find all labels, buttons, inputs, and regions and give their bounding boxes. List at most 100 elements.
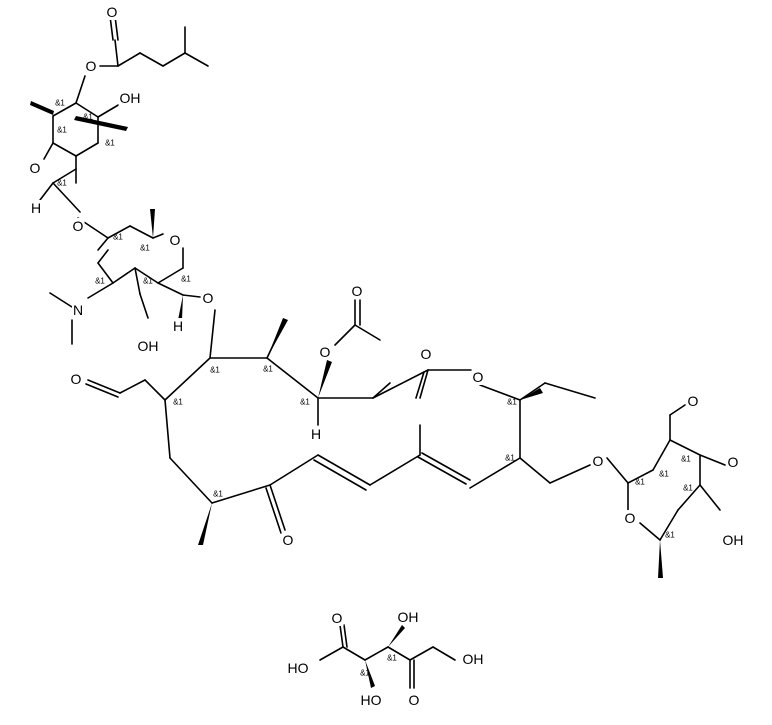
stereo-mark: &1 bbox=[659, 470, 669, 479]
label-background bbox=[168, 232, 182, 248]
atom-h-c1: H bbox=[311, 426, 321, 442]
stereo-mark: &1 bbox=[105, 139, 115, 148]
stereo-mark: &1 bbox=[665, 531, 675, 540]
atom-o-tart-2: O bbox=[409, 692, 420, 708]
atom-o-glyco-3: O bbox=[593, 453, 604, 469]
atom-o-acetyl: O bbox=[320, 344, 331, 360]
wedge-methyl-mycinose bbox=[658, 540, 663, 578]
atom-h-anomeric-top: H bbox=[31, 200, 41, 216]
stereo-mark: &1 bbox=[300, 398, 310, 407]
label-background bbox=[136, 338, 160, 354]
label-background bbox=[29, 200, 43, 216]
stereo-mark: &1 bbox=[95, 277, 105, 286]
atom-o-lactone-carbonyl: O bbox=[421, 346, 432, 362]
label-background bbox=[318, 344, 332, 360]
atom-o-carbonyl-top: O bbox=[107, 4, 118, 20]
stereo-marks: &1 &1 &1 &1 &1 &1 &1 &1 &1 &1 &1 &1 &1 &… bbox=[55, 99, 693, 678]
atom-oh-tart-acid: OH bbox=[463, 651, 484, 667]
label-background bbox=[726, 454, 740, 470]
wedge-methyl-top bbox=[74, 116, 128, 131]
label-background bbox=[286, 660, 310, 676]
stereo-mark: &1 bbox=[360, 669, 370, 678]
label-background bbox=[69, 371, 83, 387]
label-background bbox=[71, 302, 85, 318]
wedge-methyl-mycaminose bbox=[150, 209, 155, 238]
label-background bbox=[407, 692, 421, 708]
atom-o-acetyl-carbonyl: O bbox=[352, 283, 363, 299]
atom-n-dimethyl: N bbox=[73, 302, 83, 318]
atom-ho-tart-2: HO bbox=[361, 692, 382, 708]
stereo-mark: &1 bbox=[213, 490, 223, 499]
wedge-tartrate-2 bbox=[365, 660, 375, 688]
stereo-mark: &1 bbox=[263, 365, 273, 374]
atom-o-ring-mycaminose: O bbox=[170, 232, 181, 248]
label-background bbox=[359, 692, 383, 708]
atom-labels: O O OH O H O O N OH H O O O O O O H O O … bbox=[28, 4, 745, 708]
atom-oh-top: OH bbox=[120, 90, 141, 106]
stereo-mark: &1 bbox=[57, 126, 67, 135]
atom-o-methoxy-1: O bbox=[688, 393, 699, 409]
label-background bbox=[281, 532, 295, 548]
label-background bbox=[350, 283, 364, 299]
atom-oh-mycaminose: OH bbox=[138, 338, 159, 354]
label-background bbox=[171, 318, 185, 334]
label-background bbox=[471, 369, 485, 385]
label-background bbox=[105, 4, 119, 20]
label-background bbox=[461, 651, 485, 667]
stereo-mark: &1 bbox=[181, 275, 191, 284]
atom-o-glyco-2: O bbox=[203, 290, 214, 306]
stereo-mark: &1 bbox=[505, 454, 515, 463]
wedge-methyl-c14 bbox=[198, 503, 212, 545]
label-background bbox=[721, 532, 745, 548]
atom-o-ketone: O bbox=[283, 532, 294, 548]
label-background bbox=[396, 609, 420, 625]
stereo-mark: &1 bbox=[173, 398, 183, 407]
stereo-mark: &1 bbox=[507, 398, 517, 407]
label-background bbox=[28, 160, 42, 176]
bonds-mycaminose bbox=[49, 217, 201, 345]
stereo-mark: &1 bbox=[57, 179, 67, 188]
wedge-acetoxy bbox=[318, 360, 332, 398]
atom-o-ring-mycarose: O bbox=[30, 160, 41, 176]
label-background bbox=[118, 90, 142, 106]
atom-h-anomeric-mid: H bbox=[173, 318, 183, 334]
wedge-methyl-c8 bbox=[267, 318, 288, 358]
label-background bbox=[623, 510, 637, 526]
atom-oh-tart-1: OH bbox=[398, 609, 419, 625]
label-background bbox=[330, 610, 344, 626]
label-background bbox=[309, 426, 323, 442]
atom-o-methoxy-2: O bbox=[728, 454, 739, 470]
atom-ho-tart-acid: HO bbox=[288, 660, 309, 676]
label-background bbox=[84, 58, 98, 74]
wedge-tartrate-1 bbox=[388, 625, 405, 647]
atom-o-aldehyde: O bbox=[71, 371, 82, 387]
atom-o-ring-mycinose: O bbox=[625, 510, 636, 526]
label-background bbox=[591, 453, 605, 469]
bonds-mycinose bbox=[606, 404, 726, 541]
wedge-h-mycaminose bbox=[178, 295, 183, 320]
stereo-mark: &1 bbox=[83, 113, 93, 122]
stereo-mark: &1 bbox=[140, 244, 150, 253]
label-background bbox=[419, 346, 433, 362]
bonds-macrolide bbox=[85, 309, 596, 534]
stereo-mark: &1 bbox=[681, 455, 691, 464]
stereo-mark: &1 bbox=[635, 478, 645, 487]
stereo-mark: &1 bbox=[113, 233, 123, 242]
atom-oh-mycinose: OH bbox=[723, 532, 744, 548]
atom-o-lactone-ring: O bbox=[473, 369, 484, 385]
stereo-mark: &1 bbox=[143, 277, 153, 286]
stereo-mark: &1 bbox=[210, 366, 220, 375]
bonds-acetyl bbox=[334, 299, 381, 346]
wedge-methyl-mycarose bbox=[30, 101, 54, 115]
atom-o-glyco-1: O bbox=[73, 218, 84, 234]
label-background bbox=[201, 290, 215, 306]
stereo-mark: &1 bbox=[387, 654, 397, 663]
atom-o-tart-1: O bbox=[332, 610, 343, 626]
stereo-mark: &1 bbox=[55, 99, 65, 108]
wedge-ethyl bbox=[520, 388, 543, 400]
label-background bbox=[686, 393, 700, 409]
bonds-mycarose bbox=[39, 15, 209, 213]
bonds-tartrate bbox=[319, 624, 456, 689]
